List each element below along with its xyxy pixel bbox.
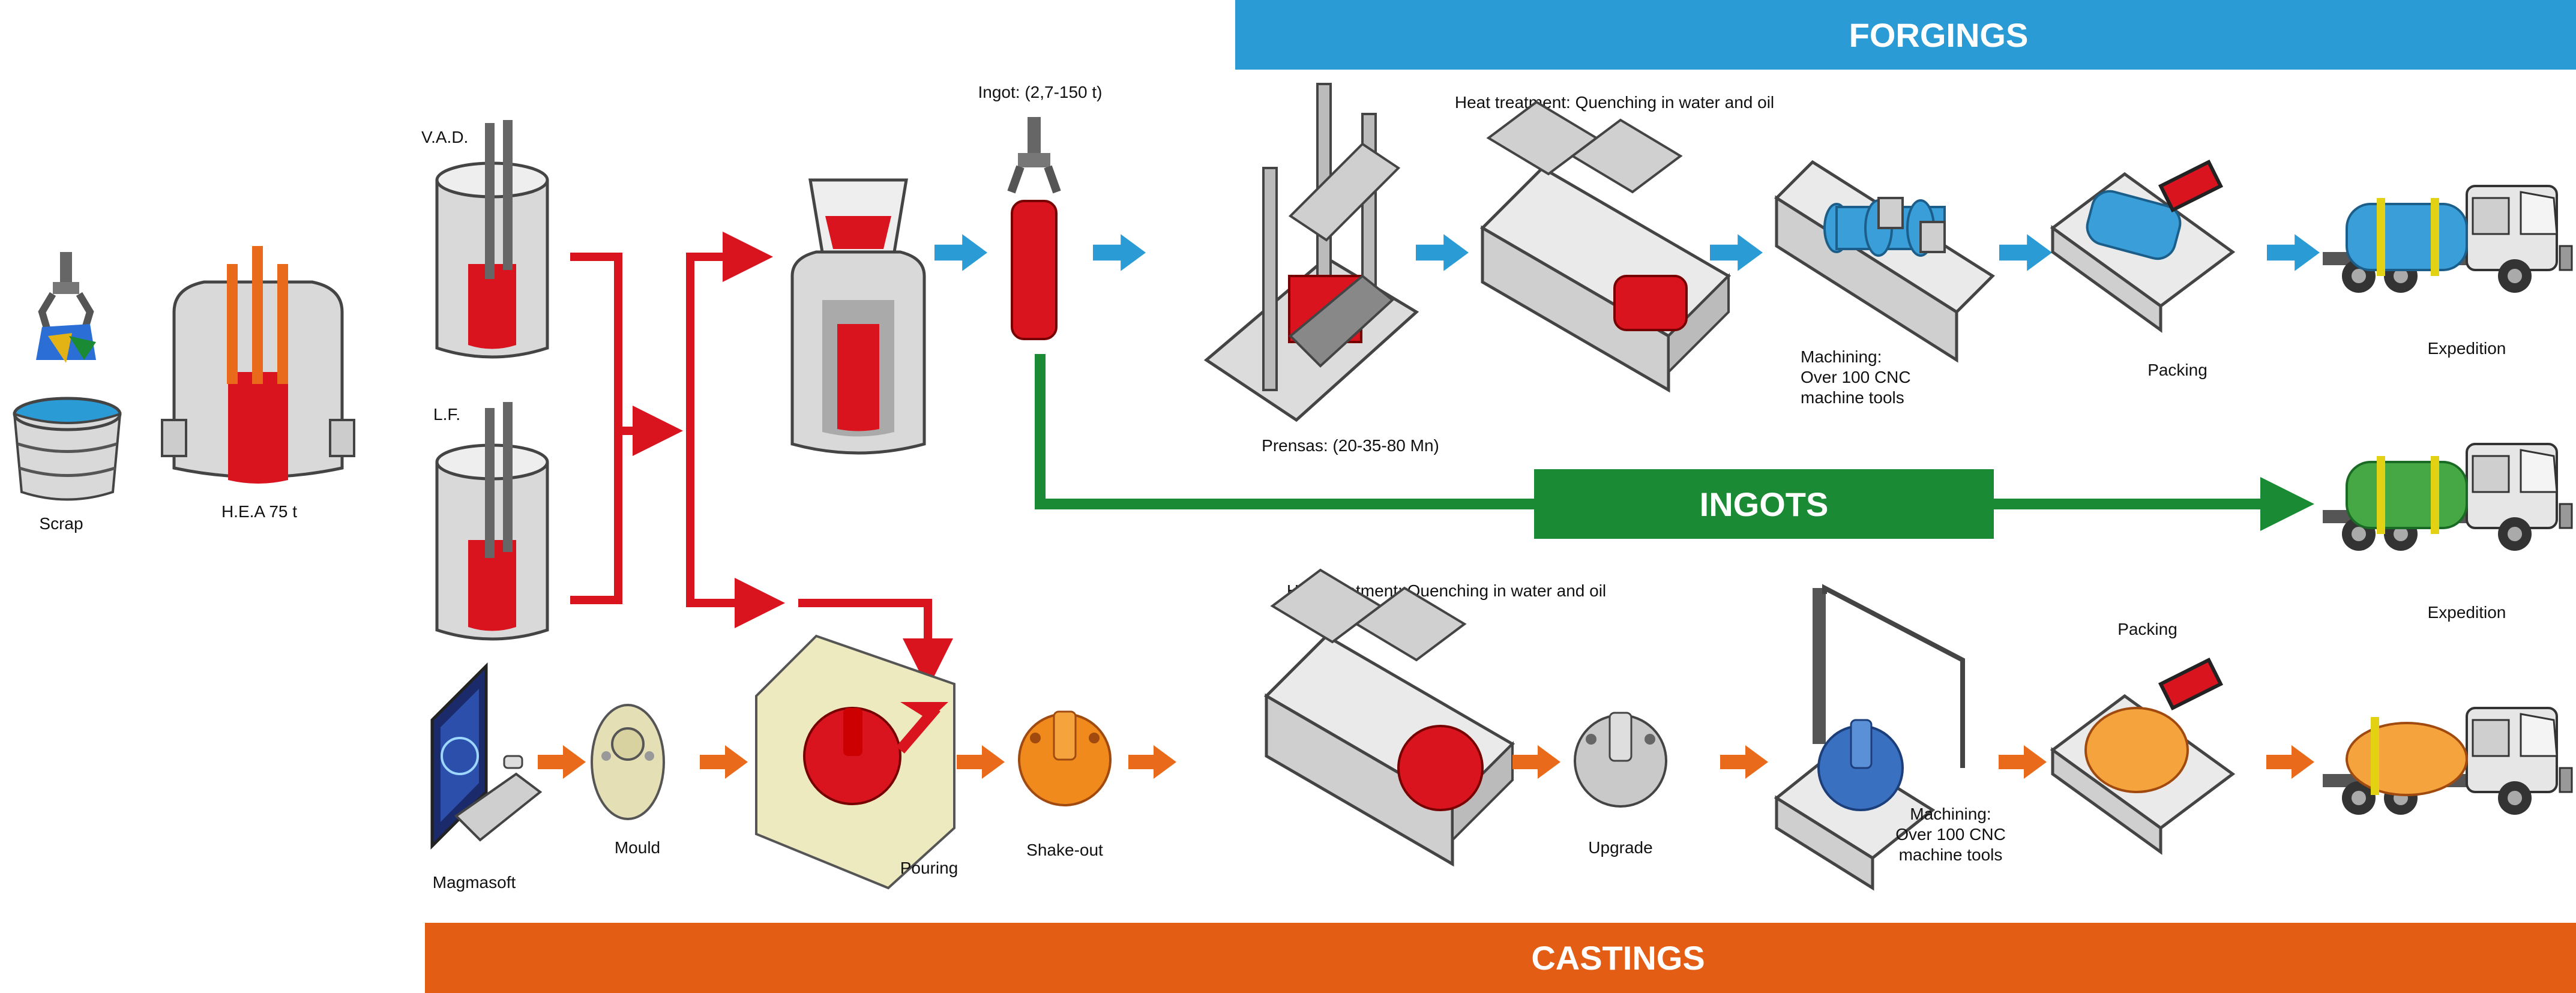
flow-arrow-10	[1128, 745, 1176, 779]
heat-treatment-furnace-bottom-icon	[1263, 568, 1515, 867]
red-flow-arrows	[570, 232, 953, 689]
mould-label: Mould	[615, 838, 660, 857]
machining-bottom-line-3: machine tools	[1899, 845, 2003, 864]
prensas-label: Prensas: (20-35-80 Mn)	[1262, 436, 1439, 455]
hea-label: H.E.A 75 t	[221, 502, 297, 521]
expedition-top-label: Expedition	[2428, 339, 2506, 358]
flow-arrow-11	[1512, 745, 1560, 779]
ingots-banner: INGOTS	[1534, 469, 1994, 539]
castings-banner-label: CASTINGS	[1531, 939, 1705, 977]
ingots-banner-label: INGOTS	[1700, 485, 1829, 523]
packing-bottom-label: Packing	[2117, 620, 2177, 638]
machining-bottom-line-2: Over 100 CNC	[1895, 825, 2006, 844]
lathe-icon	[1774, 160, 1995, 363]
ingot-mould-icon	[790, 178, 926, 455]
flow-arrow-13	[1999, 745, 2047, 779]
truck-castings-icon	[2323, 707, 2573, 816]
truck-top-icon	[2323, 185, 2573, 294]
scrap-label: Scrap	[39, 514, 83, 533]
forgings-banner: FORGINGS	[1235, 0, 2576, 70]
magmasoft-label: Magmasoft	[433, 873, 516, 892]
flow-arrow-12	[1720, 745, 1768, 779]
machining-top-line-3: machine tools	[1801, 388, 1904, 407]
flow-arrow-2	[1093, 234, 1146, 271]
flow-arrow-1	[934, 234, 987, 271]
arc-furnace-icon	[161, 246, 355, 484]
flow-arrow-3	[1416, 234, 1469, 271]
ingot-label: Ingot: (2,7-150 t)	[978, 83, 1102, 101]
forging-press-icon	[1203, 83, 1419, 422]
heat-treatment-furnace-icon	[1479, 100, 1732, 393]
expedition-mid-label: Expedition	[2428, 603, 2506, 622]
scrap-bucket-icon	[13, 397, 122, 501]
machining-bottom-line-1: Machining:	[1910, 805, 1991, 823]
heat-treatment-top-label: Heat treatment: Quenching in water and o…	[1455, 93, 1774, 112]
upgrade-casting-icon	[1574, 712, 1667, 808]
flow-arrow-6	[2267, 234, 2320, 271]
machining-top-line-2: Over 100 CNC	[1801, 368, 1911, 386]
packing-bottom-icon	[2050, 657, 2236, 855]
forgings-banner-label: FORGINGS	[1849, 16, 2029, 54]
flow-arrow-5	[1999, 234, 2052, 271]
vad-label: V.A.D.	[421, 128, 468, 146]
lf-label: L.F.	[433, 405, 460, 424]
mould-icon	[591, 704, 665, 820]
machining-center-icon	[1774, 584, 1965, 891]
flow-arrow-8	[700, 745, 748, 779]
gripped-ingot-icon	[1007, 117, 1061, 340]
flow-arrow-14	[2266, 745, 2314, 779]
lf-ladle-icon	[435, 402, 549, 641]
packing-top-icon	[2050, 159, 2236, 333]
truck-ingots-icon	[2323, 443, 2573, 552]
computer-icon	[430, 662, 543, 850]
casting-icon	[1018, 710, 1112, 806]
pouring-box-icon	[755, 634, 955, 890]
flow-arrow-4	[1710, 234, 1763, 271]
pouring-label: Pouring	[900, 859, 958, 877]
flow-arrow-7	[538, 745, 586, 779]
upgrade-label: Upgrade	[1588, 838, 1652, 857]
claw-crane-icon	[36, 252, 96, 363]
shakeout-label: Shake-out	[1026, 841, 1103, 859]
vad-ladle-icon	[435, 120, 549, 359]
packing-top-label: Packing	[2147, 361, 2207, 379]
machining-top-line-1: Machining:	[1801, 347, 1882, 366]
castings-banner: CASTINGS	[425, 923, 2576, 993]
flow-arrow-9	[957, 745, 1005, 779]
ingots-flow-line	[1035, 354, 1534, 509]
